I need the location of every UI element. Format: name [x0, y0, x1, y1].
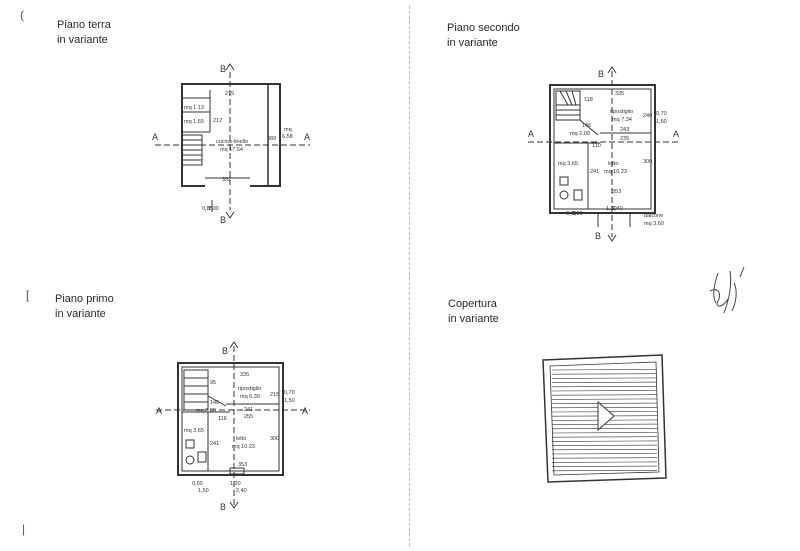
ground-floor-plan: B B A A 275 212 389 392 0,85 1,00 mq 1.1… [152, 63, 310, 225]
second-dim-241: 241 [590, 169, 599, 175]
second-dim-146: 146 [582, 123, 591, 129]
ground-dim-right: 389 [267, 136, 276, 142]
ground-section-b-top: B [220, 64, 226, 74]
ground-floor-heading: Piano terra in variante [57, 18, 111, 48]
second-floor-title: Piano secondo [447, 22, 520, 34]
roof-subtitle: in variante [448, 313, 499, 325]
roof-plan [542, 354, 667, 483]
first-dim-116: 116 [218, 416, 227, 422]
second-dim-300: 300 [643, 159, 652, 165]
second-room-bath: mq 3.65 [558, 161, 578, 167]
ground-dim-win-b: 1,00 [208, 206, 219, 212]
second-floor-subtitle: in variante [447, 37, 498, 49]
second-room-balcony-area: mq 3,60 [644, 221, 664, 227]
binding-mark-bottom: | [22, 522, 26, 536]
second-dim-door-b: 1,50 [572, 211, 583, 217]
ground-section-b-bottom: B [220, 215, 226, 225]
second-section-a-left: A [528, 129, 534, 139]
first-dim-door-b: 1,50 [198, 488, 209, 494]
roof-outline [542, 354, 667, 483]
roof-slope-arrow-icon [597, 400, 615, 432]
second-dim-top: 335 [615, 91, 624, 97]
first-dim-door-a: 0,60 [192, 481, 203, 487]
first-floor-subtitle: in variante [55, 308, 106, 320]
first-room-bed-area: mq 10.23 [232, 444, 255, 450]
ground-dim-win-a: 0,85 [202, 206, 213, 212]
ground-stair [181, 134, 203, 166]
binding-mark-middle: [ [26, 288, 30, 302]
second-dim-110: 110 [592, 143, 601, 149]
second-dim-door2-b: 2,40 [612, 206, 623, 212]
first-section-b-bottom: B [220, 502, 226, 512]
first-room-bed-name: letto [236, 436, 246, 442]
roof-title: Copertura [448, 298, 497, 310]
first-dim-353: 353 [238, 462, 247, 468]
second-dim-win-a: 0,70 [656, 111, 667, 117]
second-room-bed-name: letto [608, 161, 618, 167]
ground-dim-top: 275 [225, 91, 234, 97]
ground-dim-bottom: 392 [222, 177, 231, 183]
first-outer-wall [177, 362, 284, 476]
first-floor-plan: B B A A 335 95 215 241 255 116 146 241 3… [156, 341, 310, 512]
ground-annex-val: 6.58 [282, 134, 293, 140]
second-room-balcony-name: balcone [644, 213, 663, 219]
roof-inner-outline [549, 361, 660, 476]
first-room-storage-area: mq 6.39 [240, 394, 260, 400]
first-dim-top: 335 [240, 372, 249, 378]
first-floor-heading: Piano primo in variante [55, 292, 114, 322]
first-dim-door2-a: 1,20 [230, 481, 241, 487]
first-dim-146: 146 [210, 400, 219, 406]
second-dim-235: 235 [620, 136, 629, 142]
second-section-a-right: A [673, 129, 679, 139]
second-dim-243: 243 [620, 127, 629, 133]
second-room-storage-name: ripostiglio [610, 109, 633, 115]
first-section-a-right: A [302, 406, 308, 416]
first-floor-title: Piano primo [55, 293, 114, 305]
first-room-landing: mq 2.09 [196, 408, 216, 414]
second-dim-240: 240 [643, 113, 652, 119]
ground-dim-stair: 212 [213, 118, 222, 124]
second-dim-win-b: 1,50 [656, 119, 667, 125]
ground-annex-mq: mq [284, 127, 292, 133]
sheet-fold-line [409, 6, 410, 546]
first-dim-95: 95 [210, 380, 216, 386]
second-room-storage-area: mq 7.34 [612, 117, 632, 123]
second-dim-118: 118 [584, 97, 593, 103]
second-room-bed-area: mq 10.23 [604, 169, 627, 175]
second-section-b-bottom: B [595, 231, 601, 241]
second-room-landing: mq 2.09 [570, 131, 590, 137]
handwritten-signature [709, 266, 745, 314]
second-dim-353: 353 [612, 189, 621, 195]
ground-room-wc1: mq 1.13 [184, 105, 204, 111]
first-dim-win-a: 0,70 [284, 390, 295, 396]
ground-section-a-left: A [152, 132, 158, 142]
second-floor-heading: Piano secondo in variante [447, 21, 520, 51]
ground-section-a-right: A [304, 132, 310, 142]
first-room-bath: mq 3.65 [184, 428, 204, 434]
first-dim-241b: 241 [210, 441, 219, 447]
first-section-b-top: B [222, 346, 228, 356]
ground-floor-title: Piano terra [57, 19, 111, 31]
second-outer-wall [549, 84, 656, 214]
second-section-b-top: B [598, 69, 604, 79]
ground-floor-subtitle: in variante [57, 34, 108, 46]
second-dim-door-a: 0,60 [566, 211, 577, 217]
first-dim-door2-b: 2,40 [236, 488, 247, 494]
first-dim-215: 215 [270, 392, 279, 398]
roof-heading: Copertura in variante [448, 297, 499, 327]
first-section-a-left: A [156, 406, 162, 416]
second-floor-plan: B B A A 335 118 240 243 235 110 146 300 … [528, 66, 680, 242]
second-dim-door2-a: 1,20 [606, 206, 617, 212]
ground-room-kitchen-name: cucina-tinello [216, 139, 248, 145]
first-dim-win-b: 1,50 [284, 398, 295, 404]
ground-room-kitchen-area: mq 17.54 [220, 147, 243, 153]
second-stair [555, 90, 581, 121]
first-dim-255: 255 [244, 414, 253, 420]
first-stair [183, 369, 209, 411]
first-dim-300: 300 [270, 436, 279, 442]
first-dim-241: 241 [244, 407, 253, 413]
binding-mark-top: ( [20, 8, 24, 22]
ground-room-wc2: mq 1.55 [184, 119, 204, 125]
first-room-storage-name: ripostiglio [238, 386, 261, 392]
